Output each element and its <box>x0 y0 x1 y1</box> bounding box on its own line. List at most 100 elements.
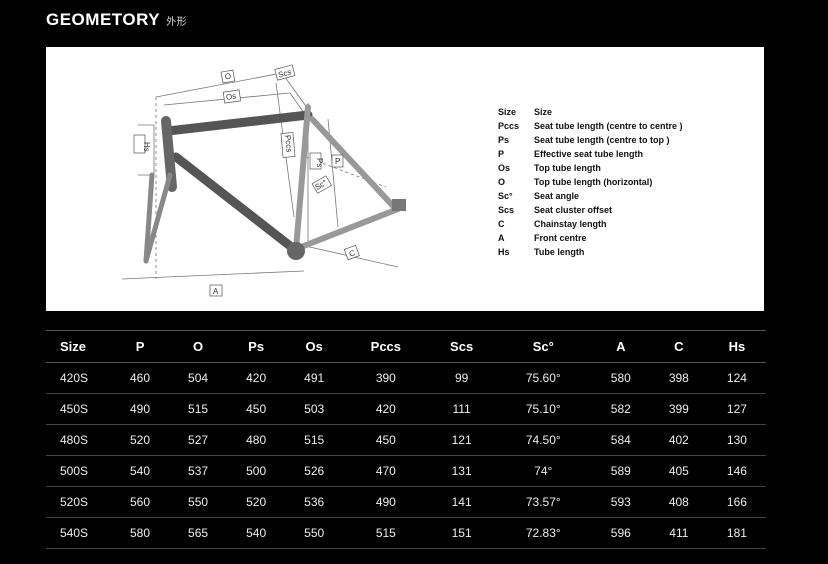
table-cell: 166 <box>707 486 766 518</box>
table-cell: 491 <box>285 362 344 394</box>
table-cell: 565 <box>169 517 228 549</box>
table-cell: 124 <box>707 362 766 394</box>
label-Os: Os <box>222 89 242 104</box>
table-cell: 411 <box>649 517 708 549</box>
legend-description: Seat tube length (centre to top ) <box>534 135 670 145</box>
label-Ps: Ps <box>309 152 324 170</box>
column-header: Ps <box>227 330 286 363</box>
table-cell: 151 <box>428 517 495 549</box>
table-cell: 402 <box>649 424 708 456</box>
svg-text:Os: Os <box>225 91 236 101</box>
legend-item: P Effective seat tube length <box>498 147 683 161</box>
svg-text:O: O <box>224 72 232 82</box>
table-cell: 127 <box>707 393 766 425</box>
legend-code: Ps <box>498 135 510 145</box>
legend-code: Hs <box>498 247 510 257</box>
frame-diagram: O Os Scs Hs Pccs Ps <box>121 64 406 297</box>
table-cell: 540S <box>46 517 111 549</box>
table-cell: 520 <box>227 486 286 518</box>
table-cell: 470 <box>343 455 429 487</box>
table-cell: 536 <box>285 486 344 518</box>
legend-description: Tube length <box>534 247 585 257</box>
table-cell: 146 <box>707 455 766 487</box>
table-cell: 405 <box>649 455 708 487</box>
label-Scs: Scs <box>274 64 296 81</box>
label-O: O <box>220 69 236 84</box>
column-header: Scs <box>428 330 495 363</box>
table-cell: 99 <box>428 362 495 394</box>
table-cell: 540 <box>227 517 286 549</box>
table-cell: 580 <box>111 517 170 549</box>
table-cell: 75.60° <box>494 362 592 394</box>
diagram-panel: O Os Scs Hs Pccs Ps <box>46 47 764 311</box>
legend-description: Seat angle <box>534 191 580 201</box>
table-cell: 593 <box>591 486 650 518</box>
table-cell: 550 <box>169 486 228 518</box>
legend-description: Front centre <box>534 233 587 243</box>
table-cell: 500S <box>46 455 111 487</box>
table-cell: 589 <box>591 455 650 487</box>
table-cell: 527 <box>169 424 228 456</box>
table-cell: 500 <box>227 455 286 487</box>
table-cell: 520S <box>46 486 111 518</box>
table-cell: 540 <box>111 455 170 487</box>
table-cell: 490 <box>111 393 170 425</box>
legend-code: Os <box>498 163 511 173</box>
legend-code: Scs <box>498 205 515 215</box>
table-cell: 480 <box>227 424 286 456</box>
svg-text:A: A <box>213 287 219 296</box>
legend-description: Effective seat tube length <box>534 149 644 159</box>
legend-item: Ps Seat tube length (centre to top ) <box>498 133 683 147</box>
table-cell: 121 <box>428 424 495 456</box>
table-cell: 480S <box>46 424 111 456</box>
table-cell: 130 <box>707 424 766 456</box>
svg-text:Scs: Scs <box>277 67 292 79</box>
column-header: P <box>111 330 170 363</box>
legend-code: O <box>498 177 506 187</box>
table-cell: 537 <box>169 455 228 487</box>
table-cell: 580 <box>591 362 650 394</box>
table-cell: 503 <box>285 393 344 425</box>
legend-code: C <box>498 219 505 229</box>
table-cell: 584 <box>591 424 650 456</box>
title-text: GEOMETORY <box>46 10 161 29</box>
legend-code: Size <box>498 107 517 117</box>
table-cell: 504 <box>169 362 228 394</box>
column-header: Size <box>46 330 111 363</box>
table-cell: 111 <box>428 393 495 425</box>
legend-description: Top tube length <box>534 163 601 173</box>
column-header: Pccs <box>343 330 429 363</box>
label-Pccs: Pccs <box>280 132 296 158</box>
column-header: Hs <box>707 330 766 363</box>
column-header: Os <box>285 330 344 363</box>
svg-text:Hs: Hs <box>142 142 151 152</box>
label-P: P <box>331 154 344 168</box>
legend-item: Hs Tube length <box>498 245 683 259</box>
table-cell: 582 <box>591 393 650 425</box>
svg-text:Ps: Ps <box>315 158 324 167</box>
table-cell: 450 <box>343 424 429 456</box>
legend-code: Pccs <box>498 121 520 131</box>
column-header: C <box>649 330 708 363</box>
page-title: GEOMETORY 外形 <box>46 10 187 30</box>
legend-code: P <box>498 149 505 159</box>
table-cell: 72.83° <box>494 517 592 549</box>
table-cell: 408 <box>649 486 708 518</box>
table-cell: 399 <box>649 393 708 425</box>
table-cell: 515 <box>343 517 429 549</box>
table-cell: 131 <box>428 455 495 487</box>
table-cell: 560 <box>111 486 170 518</box>
title-subtitle: 外形 <box>166 17 188 28</box>
svg-text:P: P <box>335 157 340 166</box>
